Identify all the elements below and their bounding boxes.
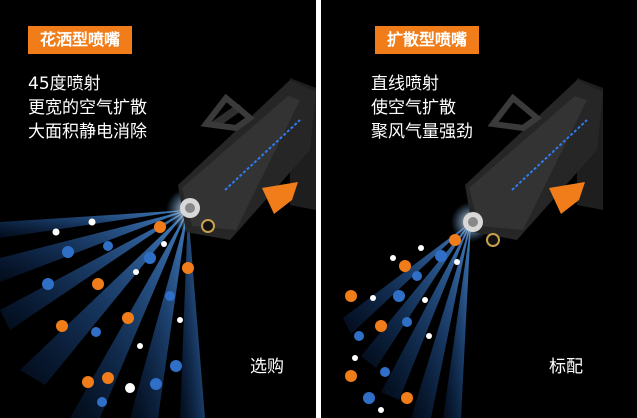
- feature-item: 聚风气量强劲: [371, 122, 473, 142]
- option-caption: 选购: [250, 357, 284, 377]
- feature-item: 更宽的空气扩散: [28, 98, 147, 118]
- feature-item: 45度喷射: [28, 74, 101, 94]
- ion-particles: [345, 234, 461, 413]
- ion-particles: [42, 218, 194, 407]
- right-panel: 扩散型喷嘴 直线喷射 使空气扩散 聚风气量强劲 标配: [321, 0, 637, 418]
- left-product-illustration: [0, 78, 316, 418]
- feature-item: 直线喷射: [371, 74, 439, 94]
- left-panel: 花洒型喷嘴 45度喷射 更宽的空气扩散 大面积静电消除 选购: [0, 0, 316, 418]
- nozzle-type-tag: 花洒型喷嘴: [28, 26, 133, 54]
- option-caption: 标配: [549, 357, 583, 377]
- feature-list: 直线喷射 使空气扩散 聚风气量强劲: [371, 72, 473, 144]
- feature-list: 45度喷射 更宽的空气扩散 大面积静电消除: [28, 72, 147, 144]
- feature-item: 使空气扩散: [371, 98, 456, 118]
- feature-item: 大面积静电消除: [28, 122, 147, 142]
- right-product-illustration: [343, 78, 603, 418]
- static-gun: [463, 78, 603, 247]
- spray-beams: [0, 210, 205, 418]
- static-gun: [178, 78, 316, 240]
- nozzle-type-tag: 扩散型喷嘴: [375, 26, 480, 54]
